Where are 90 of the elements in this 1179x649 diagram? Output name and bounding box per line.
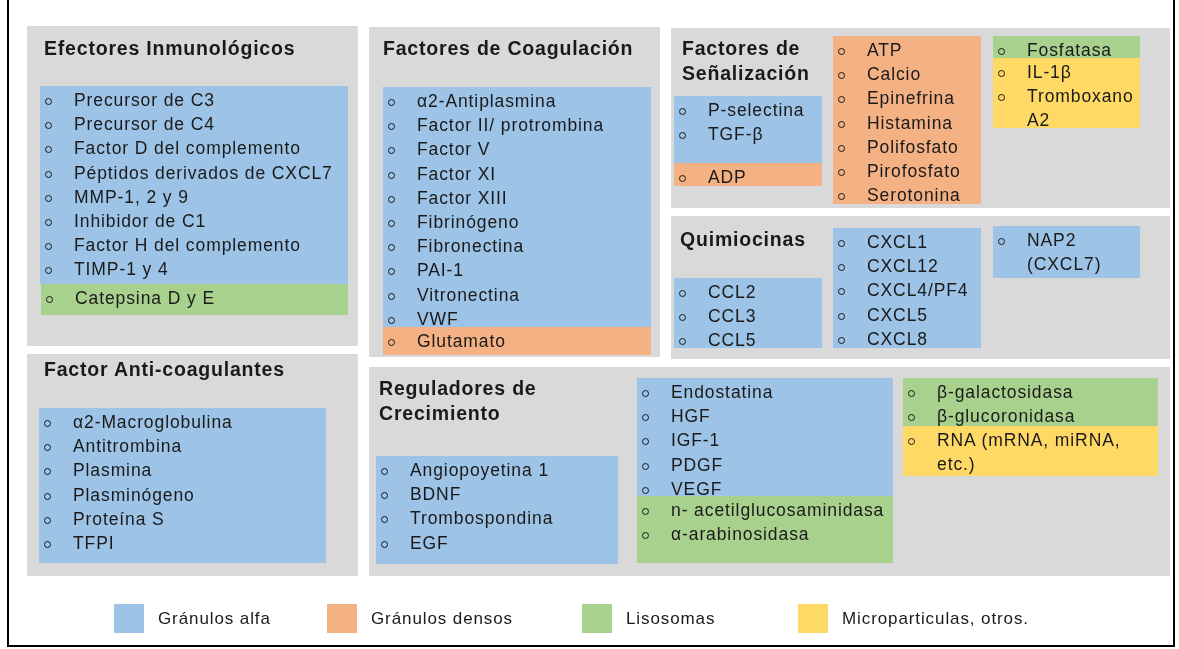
list-item: Endostatina [641, 380, 893, 405]
list-item: EGF [380, 530, 618, 555]
list-item: Fibronectina [387, 234, 651, 259]
list-item: HGF [641, 404, 893, 429]
list-item: Factor D del complemento [44, 136, 348, 161]
list-item: CXCL8 [837, 326, 981, 351]
list-item: CXCL5 [837, 302, 981, 327]
list-item: RNA (mRNA, miRNA, etc.) [907, 428, 1158, 477]
list-item: Tromboxano A2 [997, 84, 1140, 133]
list-item: IL-1β [997, 60, 1140, 85]
list-item: CXCL12 [837, 254, 981, 279]
list-item: β-galactosidasa [907, 380, 1158, 405]
legend-label: Lisosomas [626, 608, 716, 629]
legend-label: Gránulos alfa [158, 608, 271, 629]
item-list [993, 58, 1140, 128]
list-item: Factor II/ protrombina [387, 113, 651, 138]
item-list [383, 87, 651, 327]
list-item: P-selectina [678, 98, 822, 123]
list-item: n- acetilglucosaminidasa [641, 498, 893, 523]
list-item: CCL2 [678, 280, 822, 305]
list-item: Factor H del complemento [44, 233, 348, 258]
item-list [376, 456, 618, 564]
list-item: Epinefrina [837, 86, 981, 111]
list-item: Antitrombina [43, 434, 326, 459]
item-list [637, 378, 893, 496]
category-panel [27, 354, 358, 576]
list-item: Angiopoyetina 1 [380, 458, 618, 483]
list-item: MMP-1, 2 y 9 [44, 184, 348, 209]
list-item: CXCL4/PF4 [837, 278, 981, 303]
list-item: CXCL1 [837, 230, 981, 255]
panel-heading: Factores de Coagulación [383, 36, 635, 61]
list-item: Trombospondina [380, 506, 618, 531]
list-item: PDGF [641, 452, 893, 477]
list-item: Catepsina D y E [45, 286, 348, 311]
category-panel [369, 367, 1170, 576]
list-item: PAI-1 [387, 258, 651, 283]
list-item: CCL5 [678, 328, 822, 353]
item-list [993, 36, 1140, 58]
panel-heading: Quimiocinas [680, 227, 807, 252]
item-list [833, 228, 981, 348]
item-list [833, 36, 981, 204]
item-list [637, 496, 893, 563]
list-item: β-glucoronidasa [907, 404, 1158, 429]
category-panel [671, 216, 1170, 359]
list-item: Fibrinógeno [387, 210, 651, 235]
item-list [674, 96, 822, 163]
list-item: Glutamato [387, 329, 651, 354]
list-item: Plasmina [43, 458, 326, 483]
legend-label: Gránulos densos [371, 608, 514, 629]
panel-heading: Factor Anti-coagulantes [44, 357, 286, 382]
list-item: TIMP-1 y 4 [44, 257, 348, 282]
list-item: TGF-β [678, 122, 822, 147]
list-item: ADP [678, 165, 822, 190]
list-item: Inhibidor de C1 [44, 209, 348, 234]
legend-label: Microparticulas, otros. [842, 608, 1029, 629]
panel-heading: Efectores Inmunológicos [44, 36, 297, 61]
list-item: Polifosfato [837, 134, 981, 159]
list-item: Factor V [387, 137, 651, 162]
list-item: α-arabinosidasa [641, 522, 893, 547]
list-item: VWF [387, 306, 651, 332]
list-item: Precursor de C4 [44, 112, 348, 137]
list-item: Vitronectina [387, 282, 651, 307]
item-list [40, 86, 348, 284]
list-item: Péptidos derivados de CXCL7 [44, 160, 348, 185]
list-item: α2-Antiplasmina [387, 89, 651, 114]
item-list [39, 408, 326, 563]
item-list [674, 278, 822, 348]
list-item: TFPI [43, 531, 326, 556]
list-item: NAP2 (CXCL7) [997, 228, 1140, 277]
category-panel [671, 28, 1170, 208]
list-item: Precursor de C3 [44, 88, 348, 113]
category-panel [369, 27, 660, 357]
list-item: Calcio [837, 62, 981, 87]
list-item: Pirofosfato [837, 159, 981, 184]
panel-heading: Reguladores de Crecimiento [379, 376, 538, 426]
list-item: Factor XIII [387, 185, 651, 210]
list-item: Serotonina [837, 183, 981, 208]
list-item: Fosfatasa [997, 38, 1140, 63]
list-item: BDNF [380, 482, 618, 507]
panel-heading: Factores de Señalización [682, 36, 811, 86]
list-item: Proteína S [43, 506, 326, 531]
list-item: CCL3 [678, 304, 822, 329]
list-item: IGF-1 [641, 428, 893, 453]
list-item: α2-Macroglobulina [43, 410, 326, 435]
list-item: Factor XI [387, 161, 651, 186]
list-item: Histamina [837, 110, 981, 135]
category-panel [27, 26, 358, 346]
item-list [903, 378, 1158, 426]
list-item: Plasminógeno [43, 482, 326, 507]
list-item: ATP [837, 38, 981, 63]
